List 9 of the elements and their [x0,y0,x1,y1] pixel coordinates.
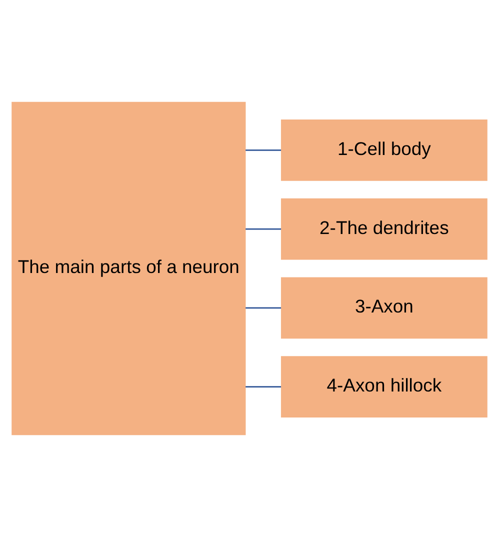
connector [246,386,282,388]
node-box: 2-The dendrites [280,198,488,260]
node-box: 1-Cell body [280,120,488,181]
node-box: 4-Axon hillock [280,356,488,418]
connector [246,150,282,151]
node-box: The main parts of a neuron [12,102,246,436]
node-box: 3-Axon [280,277,488,339]
connector [246,228,282,230]
connector [246,307,282,309]
